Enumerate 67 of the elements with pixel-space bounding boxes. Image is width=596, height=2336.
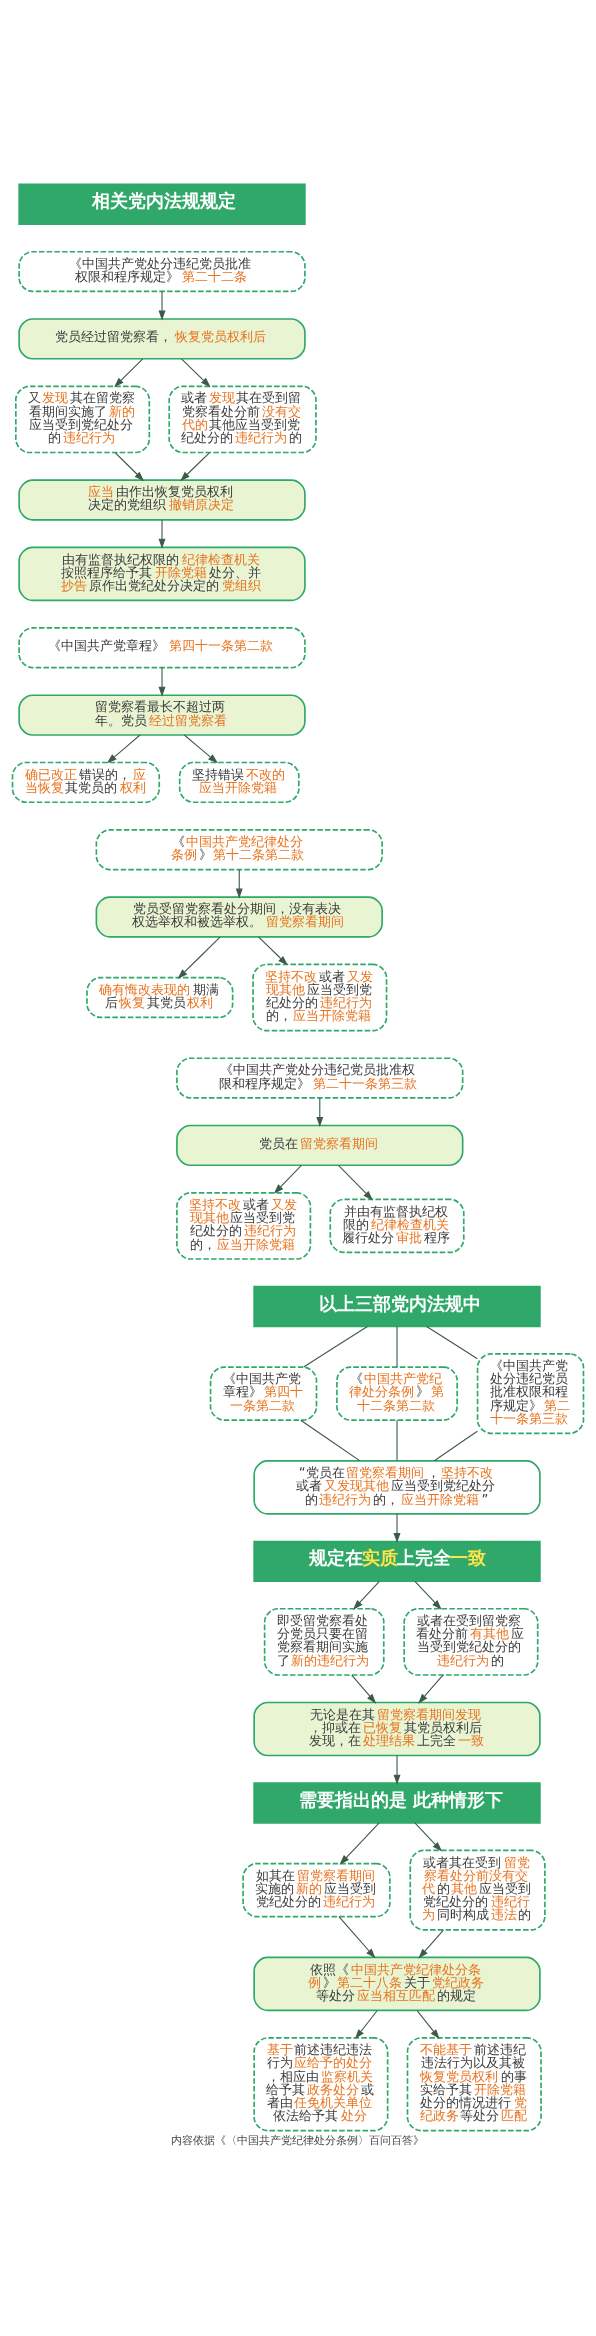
arrow: [180, 452, 210, 482]
node-box: 留党察看最长不超过两年。党员经过留党察看: [18, 694, 306, 736]
arrow: [414, 1822, 443, 1852]
node-box: 由有监督执纪权限的纪律检查机关按照程序给予其开除党籍处分、并抄告原作出党纪处分决定的党组织: [18, 546, 306, 602]
node-box: 《中国共产党处分违纪党员批准权限和程序规定》第二十一条第三款: [176, 1057, 464, 1099]
arrow: [235, 869, 243, 899]
node-box: 党员受留党察看处分期间，没有表决权选举权和被选举权。留党察看期间: [95, 896, 383, 938]
arrow: [114, 358, 144, 388]
node-box: 《中国共产党纪律处分条例》第十二条第二款: [336, 1366, 458, 1421]
arrow: [416, 2010, 440, 2040]
arrow: [177, 936, 221, 979]
node-box: 不能基于前述违纪违法行为以及其被恢复党员权利的事实给予其开除党籍处分的情况进行党纪政务等处分匹配: [406, 2037, 542, 2132]
node-box: 无论是在其留党察看期间发现，抑或在已恢复其党员权利后发现，在处理结果上完全一致: [253, 1701, 541, 1757]
arrow: [393, 1513, 401, 1543]
arrow: [183, 734, 218, 764]
arrow: [114, 452, 145, 482]
arrow: [158, 290, 166, 321]
node-box: 《中国共产党处分违纪党员批准权限和程序规定》第二十二条: [18, 250, 306, 293]
arrow: [158, 519, 166, 549]
node-box: 《中国共产党处分违纪党员批准权限和程序规定》第二十一条第三款: [476, 1353, 585, 1435]
arrow: [337, 1164, 373, 1201]
arrow: [353, 1580, 380, 1610]
arrow: [355, 2010, 378, 2040]
arrow: [338, 1916, 376, 1959]
node-box: 需要指出的是 此种情形下: [253, 1782, 541, 1824]
connector: [300, 1419, 361, 1462]
node-box: 规定在实质上完全一致: [253, 1540, 541, 1582]
node-box: 坚持不改或者又发现其他应当受到党纪处分的违纪行为的，应当开除党籍: [252, 963, 388, 1032]
node-box: 依照《中国共产党纪律处分条例》第二十八条关于党纪政务等处分应当相互匹配的规定: [253, 1956, 541, 2012]
node-box: 《中国共产党章程》第四十一条第二款: [209, 1366, 318, 1421]
arrow: [351, 1674, 377, 1704]
node-box: 基于前述违纪违法行为应给予的处分，相应由监察机关给予其政务处分或者由任免机关单位依法给予其处分: [253, 2037, 389, 2132]
node-box: 相关党内法规规定: [18, 183, 306, 225]
node-box: 如其在留党察看期间实施的新的应当受到党纪处分的违纪行为: [242, 1862, 391, 1918]
connector: [396, 1419, 398, 1462]
arrow: [316, 1097, 324, 1127]
arrow: [393, 1755, 401, 1785]
caption: 内容依据《〈中国共产党纪律处分条例〉百问百答》: [171, 2133, 425, 2147]
arrow: [258, 936, 288, 966]
node-box: 即受留党察看处分党员只要在留党察看期间实施了新的违纪行为: [263, 1607, 385, 1676]
node-box: 或者在受到留党察看处分前有其他应当受到党纪处分的违纪行为的: [403, 1607, 539, 1676]
arrow: [414, 1580, 442, 1610]
connector: [426, 1325, 478, 1360]
node-box: 应当由作出恢复党员权利决定的党组织撤销原决定: [18, 479, 306, 521]
arrow: [106, 734, 141, 764]
node-box: 并由有监督执纪权限的纪律检查机关履行处分审批程序: [329, 1198, 465, 1254]
node-box: 或者发现其在受到留党察看处分前没有交代的其他应当受到党纪处分的违纪行为的: [168, 385, 317, 454]
node-box: 《中国共产党纪律处分条例》第十二条第二款: [95, 829, 383, 871]
node-box: 坚持不改或者又发现其他应当受到党纪处分的违纪行为的，应当开除党籍: [176, 1192, 312, 1260]
arrow: [418, 1929, 444, 1959]
node-box: 以上三部党内法规中: [253, 1285, 541, 1328]
node-box: “党员在留党察看期间，坚持不改或者又发现其他应当受到党纪处分的违纪行为的，应当开除党籍”: [253, 1460, 541, 1515]
node-box: 又发现其在留党察看期间实施了新的应当受到党纪处分的违纪行为: [15, 385, 151, 454]
arrow: [180, 358, 211, 388]
arrow: [418, 1674, 444, 1704]
node-box: 党员经过留党察看，恢复党员权利后: [18, 318, 306, 360]
node-box: 或者其在受到留党察看处分前没有交代的其他应当受到党纪处分的违纪行为同时构成违法的: [409, 1849, 546, 1931]
arrow: [158, 667, 166, 697]
node-box: 确有悔改表现的期满后恢复其党员权利: [86, 976, 234, 1019]
connector: [396, 1325, 398, 1368]
arrow: [273, 1164, 302, 1194]
connector: [433, 1430, 478, 1462]
node-box: 坚持错误不改的应当开除党籍: [178, 761, 300, 804]
node-box: 《中国共产党章程》第四十一条第二款: [18, 627, 306, 669]
node-box: 确已改正错误的，应当恢复其党员的权利: [11, 761, 161, 804]
node-box: 党员在留党察看期间: [176, 1124, 464, 1167]
arrow: [339, 1822, 380, 1865]
